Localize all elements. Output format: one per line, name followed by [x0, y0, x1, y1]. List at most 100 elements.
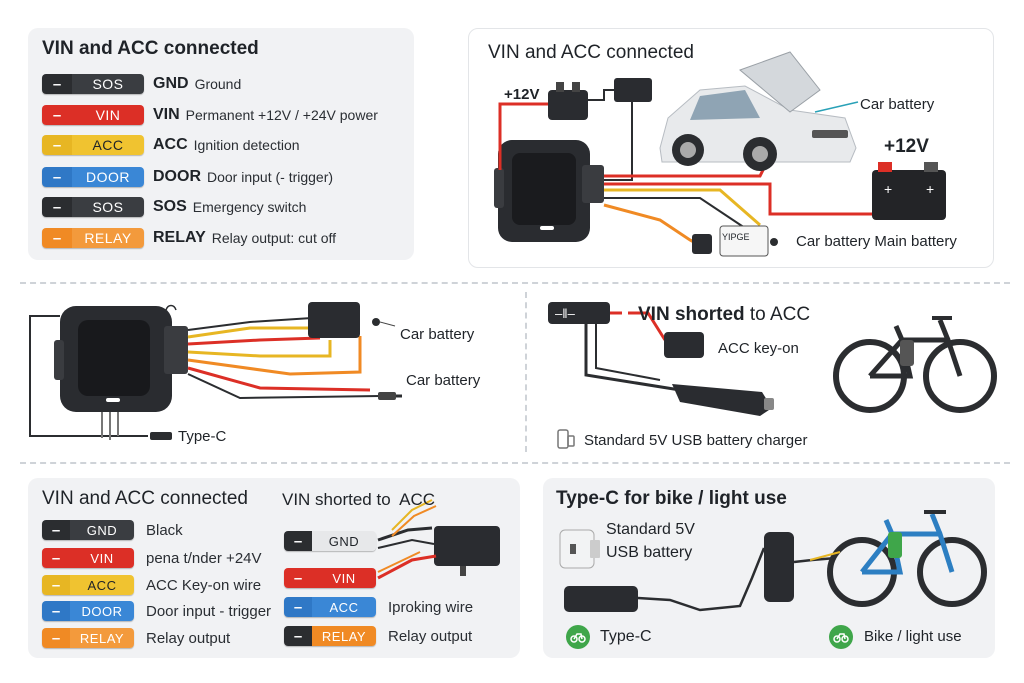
label-typec-bike: Type-C — [600, 628, 652, 645]
bike-use-badge-icon — [829, 625, 853, 649]
label-usb-battery: USB battery — [606, 544, 693, 561]
minus-icon: – — [284, 568, 312, 588]
wire-description: ACC Key-on wire — [146, 576, 262, 594]
label-car-battery-lower: Car battery — [406, 372, 481, 389]
label-12v-big: +12V — [884, 136, 929, 157]
shorted-row-relay: –RELAY Relay output — [284, 625, 472, 647]
minus-icon: – — [42, 74, 72, 94]
usb-charger-icon — [672, 384, 774, 416]
wire-key: DOOR — [153, 168, 201, 185]
divider-bottom — [20, 462, 1010, 464]
label-usb-charger: Standard 5V USB battery charger — [584, 432, 808, 449]
relay-label: YIPGE — [722, 232, 750, 242]
svg-text:+: + — [884, 181, 892, 197]
wire-tag: VIN — [70, 548, 134, 568]
legend-row-acc: –ACC ACC Ignition detection — [42, 134, 300, 156]
wire-tag: RELAY — [312, 626, 376, 646]
fuse-box-icon — [548, 82, 588, 120]
ebike-icon — [833, 316, 997, 413]
label-car-battery-upper: Car battery — [400, 326, 475, 343]
vin-shorted-bottom-title: VIN shorted to ACC — [282, 490, 436, 509]
vin-shorted-title: VIN shorted to ACC — [638, 304, 810, 326]
divider-top — [20, 282, 1010, 284]
wire-description: Relay output: cut off — [211, 230, 337, 246]
wire-tag: GND — [70, 520, 134, 540]
wire-key: VIN — [153, 106, 180, 123]
bike-badge-icon — [566, 625, 590, 649]
typec-bike-title: Type-C for bike / light use — [556, 488, 787, 509]
usb-wall-charger-icon — [559, 529, 600, 569]
minus-icon: – — [42, 628, 70, 648]
label-typec-cable: Type-C — [178, 428, 227, 445]
legend-bottom-row-door: –DOOR Door input - trigger — [42, 600, 271, 622]
minus-icon: – — [42, 105, 72, 125]
switch-plug-icon: –‖– — [548, 302, 610, 324]
wire-description: Relay output — [146, 629, 231, 647]
legend-row-door: –DOOR DOOR Door input (- trigger) — [42, 166, 333, 188]
legend-bottom-row-gnd: –GND Black — [42, 519, 183, 541]
shorted-row-acc: –ACC Iproking wire — [284, 596, 473, 618]
legend-row-sos: –SOS SOS Emergency switch — [42, 196, 306, 218]
wire-tag: VIN — [72, 105, 144, 125]
minus-icon: – — [42, 601, 70, 621]
relay-top-icon — [614, 78, 652, 102]
relay-bottom-icon — [434, 526, 500, 576]
battery-icon: + + — [872, 162, 946, 220]
label-car-battery: Car battery — [860, 96, 935, 113]
wire-tag: DOOR — [70, 601, 134, 621]
minus-icon: – — [284, 531, 312, 551]
legend-row-relay: –RELAY RELAY Relay output: cut off — [42, 227, 336, 249]
wire-tag: SOS — [72, 74, 144, 94]
svg-text:+: + — [926, 181, 934, 197]
vin-shorted-title-bold: VIN shorted — [638, 304, 745, 325]
wire-description: Ignition detection — [193, 137, 300, 153]
wire-description: Door input - trigger — [146, 602, 272, 620]
minus-icon: – — [284, 626, 312, 646]
shorted-row-gnd: –GND — [284, 530, 376, 552]
wire-description: Door input (- trigger) — [207, 169, 334, 185]
divider-middle — [525, 292, 527, 452]
wire-description: Relay output — [388, 627, 473, 645]
wire-key: ACC — [153, 136, 188, 153]
wire-description: Iproking wire — [388, 598, 474, 616]
charger-small-icon — [557, 429, 575, 449]
minus-icon: – — [42, 197, 72, 217]
shorted-row-vin: –VIN — [284, 567, 376, 589]
wire-tag: DOOR — [72, 167, 144, 187]
legend-row-vin: –VIN VIN Permanent +12V / +24V power — [42, 104, 378, 126]
minus-icon: – — [42, 548, 70, 568]
wire-tag: SOS — [72, 197, 144, 217]
legend-bottom-row-acc: –ACC ACC Key-on wire — [42, 574, 261, 596]
bike-icon — [827, 510, 987, 607]
battery-pack-icon — [764, 532, 794, 602]
car-wiring-title: VIN and ACC connected — [488, 42, 694, 63]
wire-key: RELAY — [153, 229, 206, 246]
wire-key: GND — [153, 75, 189, 92]
label-12v-small: +12V — [504, 86, 540, 103]
relay-module-icon — [308, 302, 380, 338]
wire-tag: VIN — [312, 568, 376, 588]
wire-tag: RELAY — [70, 628, 134, 648]
wire-key: SOS — [153, 198, 187, 215]
relay-box-icon — [692, 225, 778, 257]
legend-bottom-title: VIN and ACC connected — [42, 488, 248, 509]
wire-tag: RELAY — [72, 228, 144, 248]
label-car-main-battery: Car battery Main battery — [796, 233, 957, 250]
tracker-device-icon — [494, 140, 604, 242]
legend-row-gnd: –SOS GND Ground — [42, 73, 241, 95]
minus-icon: – — [42, 135, 72, 155]
legend-bottom-row-vin: –VIN pena t/nder +24V — [42, 547, 262, 569]
minus-icon: – — [42, 167, 72, 187]
minus-icon: – — [284, 597, 312, 617]
wire-description: Ground — [194, 76, 242, 92]
label-bike-light-use: Bike / light use — [864, 628, 962, 645]
wire-tag: ACC — [312, 597, 376, 617]
legend-bottom-row-relay: –RELAY Relay output — [42, 627, 230, 649]
car-icon — [659, 51, 857, 171]
wire-tag: ACC — [70, 575, 134, 595]
wire-description: Permanent +12V / +24V power — [185, 107, 378, 123]
wire-tag: ACC — [72, 135, 144, 155]
label-standard-5v: Standard 5V — [606, 521, 695, 538]
wire-tag: GND — [312, 531, 376, 551]
